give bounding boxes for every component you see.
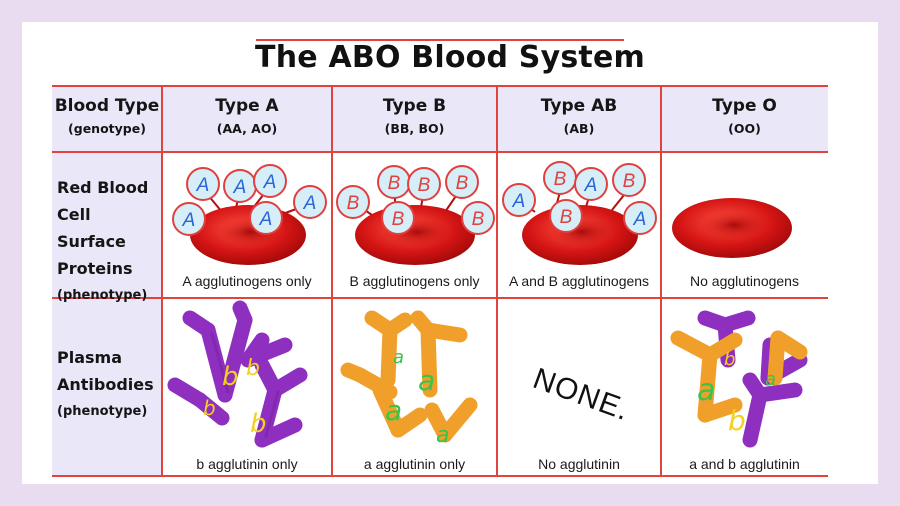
antigen-a-group	[172, 164, 327, 236]
antigen-label: A	[512, 191, 526, 212]
table-grid	[52, 85, 828, 477]
antigen-label: B	[560, 207, 573, 228]
antibody-label: b	[724, 349, 735, 370]
row-label-plasma: Plasma Antibodies (phenotype)	[57, 344, 161, 425]
row-label-surface-line2: Cell Surface	[57, 205, 126, 251]
rbc-type-o	[672, 198, 792, 258]
antibody-label: b	[246, 356, 260, 381]
antigen-label: B	[418, 175, 431, 196]
caption-plasma-a: b agglutinin only	[196, 456, 298, 472]
antibody-label: a	[393, 347, 404, 368]
caption-plasma-b: a agglutinin only	[363, 456, 466, 472]
antibodies-type-a: b b b b	[167, 300, 308, 448]
row-label-surface-sub: (phenotype)	[57, 288, 148, 303]
column-type-o-genotype: (OO)	[728, 121, 761, 136]
antigen-label: B	[388, 173, 401, 194]
antigen-label: B	[392, 209, 405, 230]
antibody-label: b	[203, 396, 216, 420]
caption-surface-o: No agglutinogens	[690, 273, 799, 289]
row-label-bg-surface	[52, 152, 162, 298]
caption-surface-ab: A and B agglutinogens	[508, 273, 650, 289]
caption-surface-a: A agglutinogens only	[182, 273, 312, 289]
column-type-b: Type B	[382, 96, 447, 116]
antigen-label: A	[259, 209, 273, 230]
antibodies-type-o: a a b b	[670, 310, 808, 448]
antibody-label: a	[697, 373, 715, 408]
row-label-plasma-sub: (phenotype)	[57, 404, 148, 419]
antigen-label: B	[347, 193, 360, 214]
column-type-ab: Type AB	[540, 96, 618, 116]
antibody-label: b	[728, 404, 746, 437]
column-type-b-genotype: (BB, BO)	[384, 121, 445, 136]
caption-surface-b: B agglutinogens only	[349, 273, 480, 289]
row-label-surface-line1: Red Blood	[57, 178, 149, 197]
antigen-label: B	[623, 171, 636, 192]
antibody-label: a	[418, 364, 435, 397]
antibody-label: a	[436, 423, 449, 448]
antigen-label: A	[584, 175, 598, 196]
antigen-label: A	[182, 210, 196, 231]
caption-plasma-o: a and b agglutinin	[689, 456, 800, 472]
antibody-label: a	[385, 394, 402, 427]
caption-plasma-ab: No agglutinin	[538, 456, 620, 472]
row-label-plasma-line2: Antibodies	[57, 375, 154, 394]
title-rule	[256, 39, 624, 41]
row-label-plasma-line1: Plasma	[57, 348, 122, 367]
antibody-label: a	[765, 369, 776, 390]
antibody-label: b	[222, 362, 239, 392]
row-label-bg-plasma	[52, 298, 162, 476]
antigen-label: A	[196, 175, 210, 196]
antibodies-type-b: a a a a	[340, 310, 478, 448]
antigen-label: B	[456, 173, 469, 194]
rbc-type-b: B B B B B B	[336, 165, 495, 265]
column-type-o: Type O	[712, 96, 777, 116]
header-bg	[52, 86, 828, 152]
antigen-label: B	[554, 169, 567, 190]
row-label-surface: Red Blood Cell Surface Proteins (phenoty…	[57, 174, 161, 309]
rbc-type-a: A A A A A A	[172, 164, 327, 265]
page-title: The ABO Blood System	[255, 40, 645, 75]
antigen-label: A	[263, 172, 277, 193]
antigen-label: A	[233, 177, 247, 198]
rbc-type-ab: A B A B A B	[502, 161, 657, 265]
column-type-a: Type A	[215, 96, 279, 116]
column-type-ab-genotype: (AB)	[563, 121, 595, 136]
column-type-a-genotype: (AA, AO)	[216, 121, 278, 136]
antigen-label: B	[472, 209, 485, 230]
header-genotype: (genotype)	[68, 121, 146, 136]
antigen-label: A	[633, 209, 647, 230]
header-blood-type: Blood Type	[54, 96, 160, 116]
row-label-surface-line3: Proteins	[57, 259, 133, 278]
antibody-label: b	[250, 409, 267, 439]
antigen-label: A	[303, 193, 317, 214]
